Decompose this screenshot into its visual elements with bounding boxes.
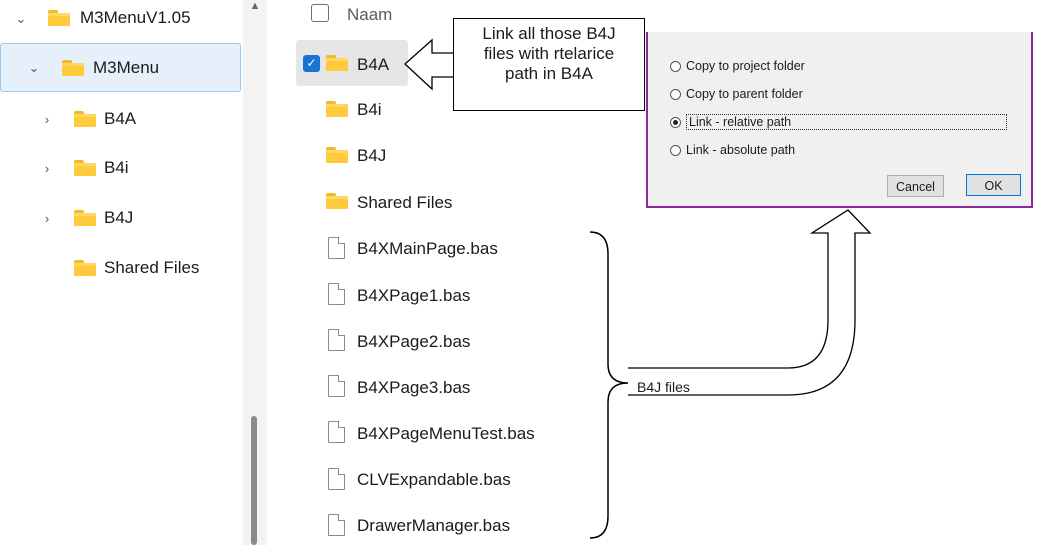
brace-label: B4J files	[637, 379, 690, 395]
tree-item-label: B4J	[104, 208, 134, 227]
radio-button[interactable]	[670, 88, 681, 100]
checkmark-icon[interactable]: ✓	[303, 55, 320, 72]
option-label: Copy to project folder	[686, 59, 805, 73]
chevron-down-icon[interactable]: ⌄	[28, 60, 40, 75]
file-icon	[328, 375, 345, 397]
file-icon	[328, 421, 345, 443]
tree-item-shared-files[interactable]: Shared Files	[0, 246, 241, 290]
select-all-checkbox[interactable]	[311, 4, 329, 22]
file-icon	[328, 237, 345, 259]
file-icon	[328, 329, 345, 351]
option-copy-to-parent-folder[interactable]: Copy to parent folder	[670, 87, 803, 101]
folder-icon	[326, 101, 348, 117]
brace-icon	[589, 231, 629, 539]
callout-line: Link all those B4J	[482, 24, 616, 43]
file-icon	[328, 283, 345, 305]
callout-text: Link all those B4J files with rtelarice …	[453, 24, 645, 84]
tree-item-b4a[interactable]: › B4A	[0, 97, 241, 141]
option-copy-to-project-folder[interactable]: Copy to project folder	[670, 59, 805, 73]
file-item-clvexpandable[interactable]: CLVExpandable.bas	[357, 470, 511, 489]
folder-item-shared-files[interactable]: Shared Files	[357, 193, 453, 212]
folder-icon	[48, 10, 70, 26]
folder-item-b4a[interactable]: B4A	[357, 55, 390, 74]
cancel-button[interactable]: Cancel	[887, 175, 944, 197]
folder-icon	[74, 160, 96, 176]
scrollbar-thumb[interactable]	[251, 416, 257, 545]
option-link-absolute-path[interactable]: Link - absolute path	[670, 143, 795, 157]
chevron-right-icon[interactable]: ›	[44, 111, 50, 127]
chevron-right-icon[interactable]: ›	[44, 160, 50, 176]
column-header-name[interactable]: Naam	[347, 5, 393, 24]
file-item-b4xpagemenutest[interactable]: B4XPageMenuTest.bas	[357, 424, 535, 443]
file-icon	[328, 468, 345, 490]
tree-item-label: M3Menu	[93, 58, 160, 77]
chevron-right-icon[interactable]: ›	[44, 210, 50, 226]
folder-icon	[74, 111, 96, 127]
folder-item-b4i[interactable]: B4i	[357, 100, 382, 119]
option-link-relative-path[interactable]: Link - relative path	[670, 114, 1007, 130]
callout-arrow	[404, 38, 453, 91]
folder-icon	[74, 210, 96, 226]
tree-item-m3menuv105[interactable]: ⌄ M3MenuV1.05	[0, 0, 241, 41]
folder-icon	[62, 60, 84, 76]
tree-item-label: M3MenuV1.05	[80, 8, 191, 27]
tree-item-label: B4i	[104, 158, 129, 177]
curved-arrow-icon	[628, 209, 872, 396]
file-item-b4xpage2[interactable]: B4XPage2.bas	[357, 332, 471, 351]
file-item-b4xmainpage[interactable]: B4XMainPage.bas	[357, 239, 498, 258]
folder-item-b4j[interactable]: B4J	[357, 146, 387, 165]
callout-line: files with rtelarice	[483, 44, 615, 63]
callout-line: path in B4A	[505, 64, 593, 83]
folder-icon	[326, 193, 348, 209]
tree-item-label: Shared Files	[104, 258, 200, 277]
option-label: Link - relative path	[686, 114, 1007, 130]
option-label: Copy to parent folder	[686, 87, 803, 101]
callout-box	[453, 18, 645, 111]
radio-button[interactable]	[670, 144, 681, 156]
folder-icon	[326, 147, 348, 163]
file-item-b4xpage1[interactable]: B4XPage1.bas	[357, 286, 471, 305]
folder-icon	[74, 260, 96, 276]
scroll-up-icon[interactable]: ▲	[249, 0, 261, 12]
ok-button[interactable]: OK	[966, 174, 1021, 196]
tree-item-b4j[interactable]: › B4J	[0, 196, 241, 240]
file-item-drawermanager[interactable]: DrawerManager.bas	[357, 516, 511, 535]
radio-button-selected[interactable]	[670, 116, 681, 128]
radio-button[interactable]	[670, 60, 681, 72]
tree-item-b4i[interactable]: › B4i	[0, 146, 241, 190]
option-label: Link - absolute path	[686, 143, 796, 157]
tree-item-label: B4A	[104, 109, 137, 128]
chevron-down-icon[interactable]: ⌄	[15, 11, 27, 26]
add-files-dialog: Copy to project folder Copy to parent fo…	[646, 32, 1033, 208]
folder-icon	[326, 55, 348, 71]
tree-item-m3menu[interactable]: ⌄ M3Menu	[0, 43, 241, 92]
file-item-b4xpage3[interactable]: B4XPage3.bas	[357, 378, 471, 397]
file-icon	[328, 514, 345, 536]
